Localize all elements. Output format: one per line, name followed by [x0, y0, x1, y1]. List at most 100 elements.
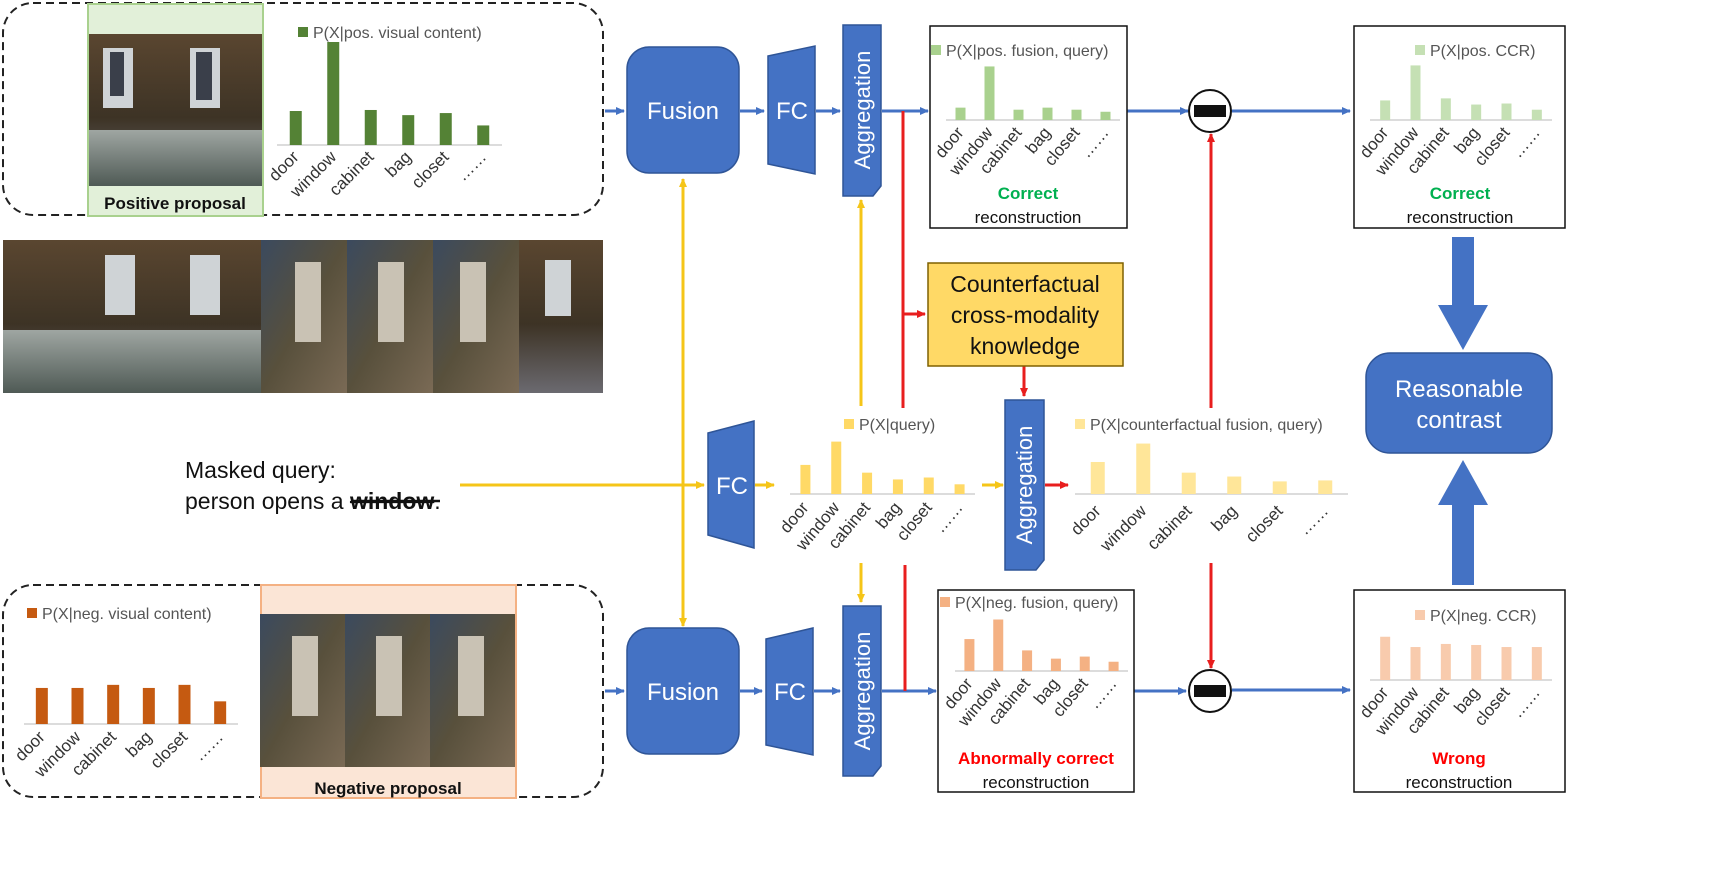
- pos_ccr-bar-0: [1380, 100, 1391, 120]
- pos_fusion-bar-4: [1071, 109, 1082, 120]
- pos_fusion-bar-1: [984, 66, 995, 120]
- query-bar-1: [831, 441, 842, 494]
- pos-ccr-chart-frame: [1353, 25, 1566, 229]
- cf_fusion-tick-3: bag: [1208, 501, 1241, 534]
- neg-fusion-chart-frame: [937, 589, 1135, 793]
- negative-proposal-caption: Negative proposal: [314, 779, 461, 798]
- knowledge-line2: cross-modality: [951, 302, 1100, 328]
- pos_vis-bar-4: [439, 113, 452, 145]
- pos_ccr-bar-5: [1531, 109, 1542, 120]
- query-tick-5: ……: [930, 498, 966, 536]
- pos-fusion-verdict: Correct: [998, 184, 1059, 203]
- neg-ccr-chart-frame: [1353, 589, 1566, 793]
- query-bar-4: [923, 477, 934, 494]
- pos_vis-tick-5: ……: [453, 147, 490, 184]
- query-chart: P(X|query)doorwindowcabinetbagcloset……: [776, 417, 975, 555]
- aggregation-block-middle: Aggregation: [1004, 399, 1045, 571]
- cf_fusion-legend-swatch: [1075, 419, 1085, 429]
- pos_ccr-bar-4: [1501, 103, 1512, 120]
- neg_vis-bar-4: [178, 684, 191, 724]
- arrow-neg-ccr-to-contrast: [1438, 460, 1488, 585]
- neg_ccr-bar-0: [1380, 636, 1391, 680]
- masked-query-prefix: person opens a: [185, 488, 350, 514]
- neg-ccr-verdict: Wrong: [1432, 749, 1486, 768]
- aggregation-label-top: Aggregation: [850, 51, 875, 170]
- minus-operator-top: [1188, 89, 1232, 133]
- pos_vis-bar-5: [477, 125, 490, 145]
- neg_fusion-bar-5: [1108, 661, 1119, 671]
- reasonable-contrast-block: Reasonable contrast: [1365, 352, 1553, 454]
- fc-block-bottom: FC: [765, 627, 814, 756]
- neg_vis-chart-title: P(X|neg. visual content): [42, 606, 212, 623]
- reasonable-contrast-line1: Reasonable: [1395, 376, 1523, 403]
- cf_fusion-chart: P(X|counterfactual fusion, query) doorwin…: [1067, 417, 1348, 556]
- pos_vis-tick-4: closet: [408, 147, 453, 192]
- fusion-block-bottom: Fusion: [626, 627, 740, 755]
- neg_vis-tick-4: closet: [146, 727, 191, 772]
- neg_ccr-chart-title: P(X|neg. CCR): [1430, 608, 1536, 625]
- pos-ccr-verdict-sub: reconstruction: [1407, 208, 1514, 227]
- pos_fusion-chart-title: P(X|pos. fusion, query): [946, 43, 1108, 60]
- cf_fusion-bar-4: [1272, 481, 1287, 494]
- fusion-label-top: Fusion: [647, 98, 719, 125]
- fc-block-middle: FC: [707, 420, 755, 549]
- positive-proposal-frame: [2, 2, 604, 216]
- neg_fusion-legend-swatch: [940, 597, 950, 607]
- fc-label-middle: FC: [716, 473, 748, 500]
- neg_vis-legend-swatch: [27, 608, 37, 618]
- fusion-block-top: Fusion: [626, 46, 740, 174]
- query-bar-2: [862, 472, 873, 494]
- pos-fusion-verdict-sub: reconstruction: [975, 208, 1082, 227]
- aggregation-label-middle: Aggregation: [1012, 426, 1037, 545]
- knowledge-line1: Counterfactual: [950, 271, 1100, 297]
- neg-fusion-verdict: Abnormally correct: [958, 749, 1114, 768]
- neg_fusion-bar-4: [1079, 656, 1090, 671]
- neg_fusion-bar-3: [1050, 658, 1061, 671]
- neg_vis-bar-2: [107, 684, 120, 724]
- aggregation-label-bottom: Aggregation: [850, 632, 875, 751]
- video-frame-strip: [3, 240, 603, 393]
- neg_ccr-bar-2: [1440, 643, 1451, 680]
- pos_vis-bar-0: [289, 111, 302, 145]
- query-bar-3: [892, 479, 903, 494]
- pos_fusion-bar-5: [1100, 111, 1111, 120]
- neg_vis-bar-5: [214, 701, 227, 724]
- pos_fusion-bar-3: [1042, 107, 1053, 120]
- pos_vis-legend-swatch: [298, 27, 308, 37]
- neg_ccr-bar-3: [1471, 644, 1482, 680]
- pos_vis-bar-1: [327, 42, 340, 145]
- cf_fusion-tick-0: door: [1067, 501, 1105, 539]
- neg_vis-chart: P(X|neg. visual content)doorwindowcabine…: [11, 606, 238, 782]
- query-tick-4: closet: [893, 498, 936, 544]
- pos_fusion-bar-2: [1013, 109, 1024, 120]
- neg_fusion-bar-0: [964, 639, 975, 671]
- cf_fusion-tick-4: closet: [1242, 501, 1287, 546]
- cf_fusion-chart-title: P(X|counterfactual fusion, query): [1090, 417, 1323, 434]
- pos_vis-chart-title: P(X|pos. visual content): [313, 25, 482, 42]
- neg_fusion-bar-1: [993, 619, 1004, 671]
- query-legend-swatch: [844, 419, 854, 429]
- cf_fusion-bar-1: [1136, 443, 1151, 494]
- pos_vis-bar-2: [364, 109, 377, 145]
- neg_vis-bar-3: [142, 687, 155, 724]
- aggregation-block-bottom: Aggregation: [842, 605, 882, 777]
- masked-query-line1: Masked query:: [185, 457, 336, 483]
- neg_vis-tick-5: ……: [190, 727, 227, 764]
- query-bar-5: [954, 484, 965, 494]
- cf_fusion-tick-2: cabinet: [1143, 501, 1195, 553]
- cf_fusion-tick-1: window: [1096, 501, 1151, 556]
- cf_fusion-bar-5: [1318, 480, 1333, 494]
- fc-block-top: FC: [767, 45, 816, 175]
- pos-fusion-chart-frame: [929, 25, 1128, 229]
- arrow-red-top-to-knowledge: [901, 111, 926, 318]
- minus-operator-bottom: [1188, 669, 1232, 713]
- neg_fusion-chart-title: P(X|neg. fusion, query): [955, 595, 1118, 612]
- neg_ccr-bar-4: [1501, 647, 1512, 680]
- pos_fusion-legend-swatch: [931, 45, 941, 55]
- negative-proposal-frames: [260, 614, 515, 767]
- pos_ccr-chart-title: P(X|pos. CCR): [1430, 43, 1536, 60]
- neg-fusion-verdict-sub: reconstruction: [983, 773, 1090, 792]
- neg_vis-bar-0: [35, 687, 48, 724]
- pos-ccr-verdict: Correct: [1430, 184, 1491, 203]
